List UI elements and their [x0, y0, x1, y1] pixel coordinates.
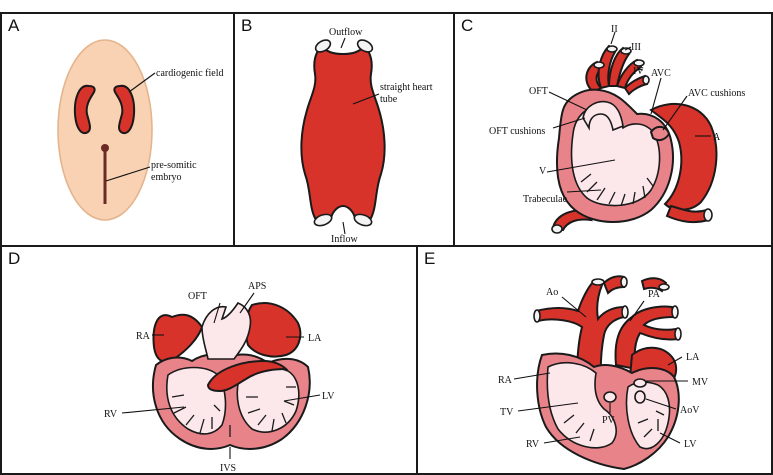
primitive-node: [101, 144, 109, 152]
label-cardiogenic-field: cardiogenic field: [156, 68, 223, 79]
label-inflow: Inflow: [331, 234, 358, 245]
label-PA: PA: [648, 289, 661, 300]
outflow-tract: [202, 303, 251, 359]
label-TV: TV: [500, 407, 514, 418]
label-MV: MV: [692, 377, 709, 388]
panel-d: D OFT APS RA LA RV LV IVS: [0, 245, 418, 475]
label-LV: LV: [684, 439, 697, 450]
panel-c-drawing: II III IV OFT AVC AVC cushions OFT cushi…: [455, 14, 773, 247]
panel-e-drawing: Ao PA LA RA MV TV AoV PV RV LV: [418, 247, 773, 475]
mitral-valve: [634, 379, 646, 387]
label-outflow: Outflow: [329, 27, 363, 38]
label-RV: RV: [526, 439, 540, 450]
label-OFT: OFT: [188, 291, 207, 302]
panel-c: C II: [453, 12, 773, 247]
panel-d-drawing: OFT APS RA LA RV LV IVS: [2, 247, 418, 475]
left-atrium: [246, 303, 300, 357]
label-LV: LV: [322, 391, 335, 402]
panel-a-drawing: cardiogenic field pre-somitic embryo: [2, 14, 235, 247]
label-AVC-cushions: AVC cushions: [688, 88, 745, 99]
panel-e: E Ao PA LA R: [416, 245, 773, 475]
label-AoV: AoV: [680, 405, 700, 416]
label-LA: LA: [686, 352, 700, 363]
label-RV: RV: [104, 409, 118, 420]
right-atrium: [154, 315, 202, 362]
label-tube: tube: [380, 94, 398, 105]
panel-a: A cardiogenic field pre-somitic embryo: [0, 12, 235, 247]
avc-cushions: [651, 127, 669, 140]
label-Trabeculae: Trabeculae: [523, 194, 568, 205]
panel-b-drawing: Outflow straight heart tube Inflow: [235, 14, 455, 247]
label-III: III: [631, 42, 641, 53]
panel-b: B Outflow straight heart tube Inflow: [233, 12, 455, 247]
label-A: A: [713, 132, 721, 143]
label-IVS: IVS: [220, 463, 236, 474]
label-V: V: [539, 166, 547, 177]
label-RA: RA: [136, 331, 151, 342]
straight-heart-tube: [301, 46, 384, 218]
label-RA: RA: [498, 375, 513, 386]
aortic-valve: [635, 391, 645, 403]
label-II: II: [611, 24, 618, 35]
label-Ao: Ao: [546, 287, 558, 298]
label-PV: PV: [602, 415, 616, 426]
label-LA: LA: [308, 333, 322, 344]
label-APS: APS: [248, 281, 266, 292]
label-OFT-cushions: OFT cushions: [489, 126, 545, 137]
pulmonary-valve: [604, 392, 616, 402]
label-OFT: OFT: [529, 86, 548, 97]
label-straight-heart: straight heart: [380, 82, 433, 93]
label-AVC: AVC: [651, 68, 671, 79]
label-embryo: embryo: [151, 172, 182, 183]
label-IV: IV: [633, 66, 644, 77]
label-presomitic: pre-somitic: [151, 160, 197, 171]
